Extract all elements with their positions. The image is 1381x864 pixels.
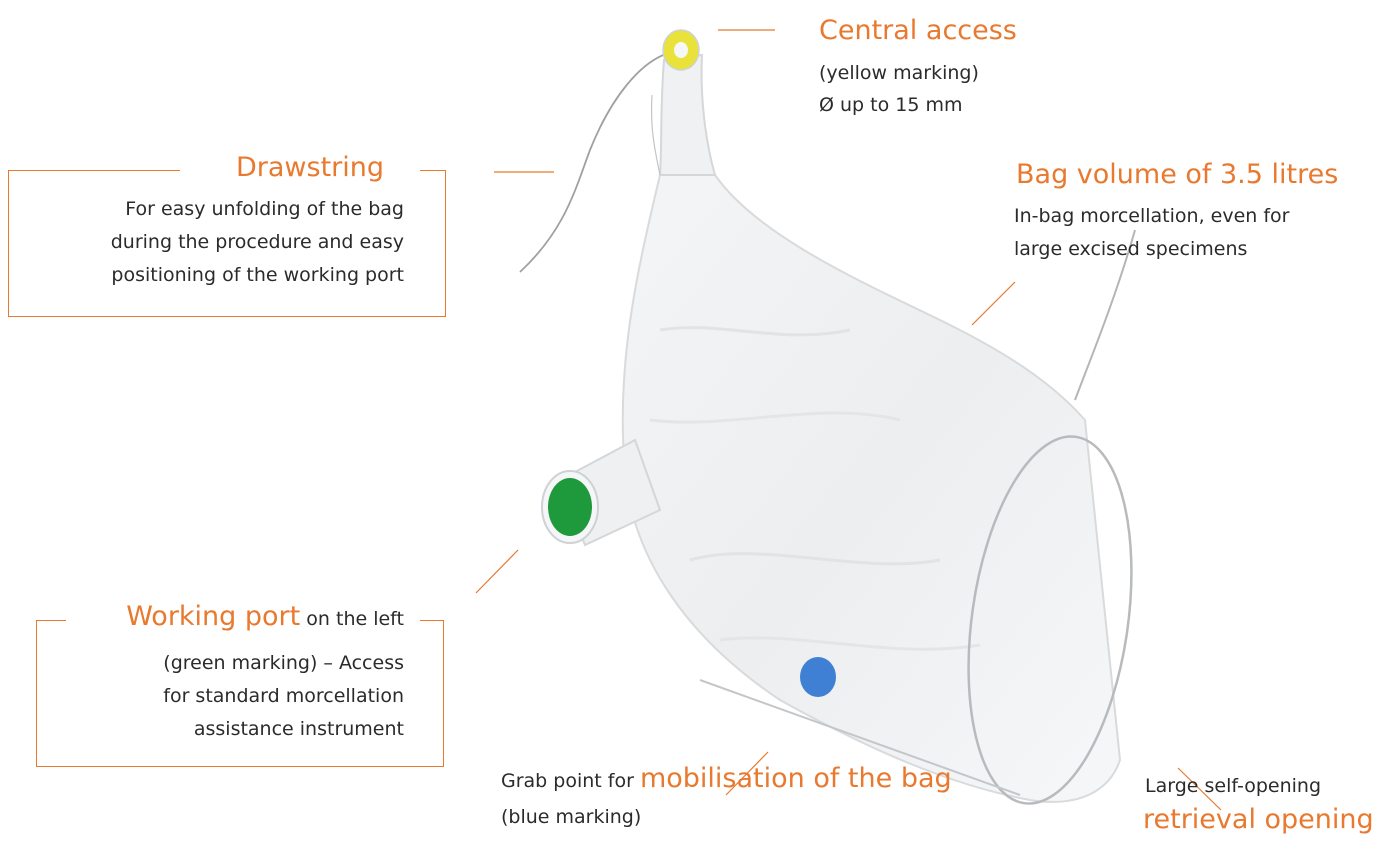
bag-volume-title: Bag volume of 3.5 litres	[1016, 159, 1339, 190]
bag-body	[621, 174, 1122, 803]
grab-point-heading: Grab point for mobilisation of the bag	[501, 763, 952, 797]
working-port-line1: (green marking) – Access	[163, 652, 404, 674]
drawstring-title: Drawstring	[236, 152, 385, 183]
blue-marking	[800, 657, 836, 697]
retrieval-opening-rim	[967, 435, 1133, 805]
working-port-title: Working port	[126, 601, 301, 632]
bag-volume-line1: In-bag morcellation, even for	[1014, 205, 1290, 227]
bag-neck	[658, 53, 717, 176]
retrieval-title: retrieval opening	[1143, 804, 1374, 835]
drawstring-box	[8, 170, 446, 317]
retrieval-rod	[1074, 229, 1136, 401]
working-port-line3: assistance instrument	[193, 718, 404, 740]
working-port-title-suffix: on the left	[300, 608, 404, 630]
drawstring-line2: during the procedure and easy	[110, 231, 404, 253]
green-marking	[548, 478, 592, 536]
drawstring-line1: For easy unfolding of the bag	[125, 198, 404, 220]
retrieval-line1: Large self-opening	[1145, 775, 1322, 797]
bag-volume-line2: large excised specimens	[1014, 238, 1248, 260]
central-access-title: Central access	[819, 15, 1017, 46]
grab-point-prefix: Grab point for	[501, 770, 640, 792]
central-access-line1: (yellow marking)	[819, 62, 979, 84]
working-port-heading: Working port on the left	[36, 601, 404, 635]
drawstring-line3: positioning of the working port	[111, 264, 404, 286]
grab-point-line1: (blue marking)	[501, 806, 642, 828]
working-port-box	[36, 620, 444, 767]
central-access-line2: Ø up to 15 mm	[819, 94, 963, 116]
working-port-line2: for standard morcellation	[163, 685, 404, 707]
drawstring-cord	[519, 51, 673, 273]
grab-point-title: mobilisation of the bag	[639, 763, 952, 794]
